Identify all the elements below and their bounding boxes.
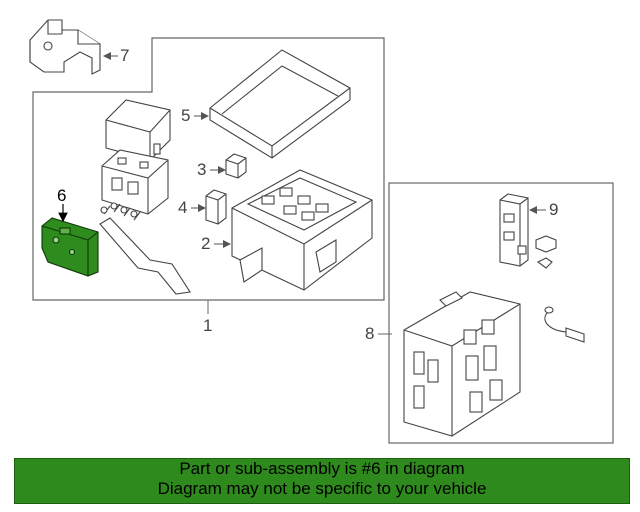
part-2-fuse-box bbox=[231, 169, 373, 291]
info-banner: Part or sub-assembly is #6 in diagram Di… bbox=[14, 458, 630, 504]
banner-line-disclaimer: Diagram may not be specific to your vehi… bbox=[157, 479, 487, 498]
sensor-lead bbox=[544, 306, 585, 343]
callout-9-label[interactable]: 9 bbox=[549, 200, 559, 219]
callout-2-label[interactable]: 2 bbox=[201, 234, 211, 253]
callout-8-label[interactable]: 8 bbox=[365, 324, 375, 343]
parts-diagram bbox=[29, 19, 614, 444]
wire-harness bbox=[99, 202, 191, 295]
assembly-1-frame bbox=[32, 37, 385, 301]
callout-6-label[interactable]: 6 bbox=[57, 186, 67, 205]
callout-1-label[interactable]: 1 bbox=[203, 316, 213, 335]
part-6-highlighted-bracket bbox=[41, 217, 99, 277]
part-5-cover bbox=[209, 49, 351, 159]
callout-7-label[interactable]: 7 bbox=[120, 46, 130, 65]
fuse-holder bbox=[101, 149, 169, 215]
relay-block bbox=[105, 99, 171, 161]
part-4-relay bbox=[205, 189, 227, 225]
assembly-8-frame bbox=[388, 182, 614, 444]
callout-3-label[interactable]: 3 bbox=[197, 160, 207, 179]
part-9-relay bbox=[499, 193, 557, 269]
part-8-junction-block bbox=[403, 291, 521, 437]
callout-4-label[interactable]: 4 bbox=[178, 198, 188, 217]
callout-5-label[interactable]: 5 bbox=[181, 106, 191, 125]
part-7-bracket bbox=[29, 19, 101, 75]
banner-line-part: Part or sub-assembly is #6 in diagram bbox=[179, 459, 465, 478]
part-3-fuse bbox=[225, 153, 247, 179]
